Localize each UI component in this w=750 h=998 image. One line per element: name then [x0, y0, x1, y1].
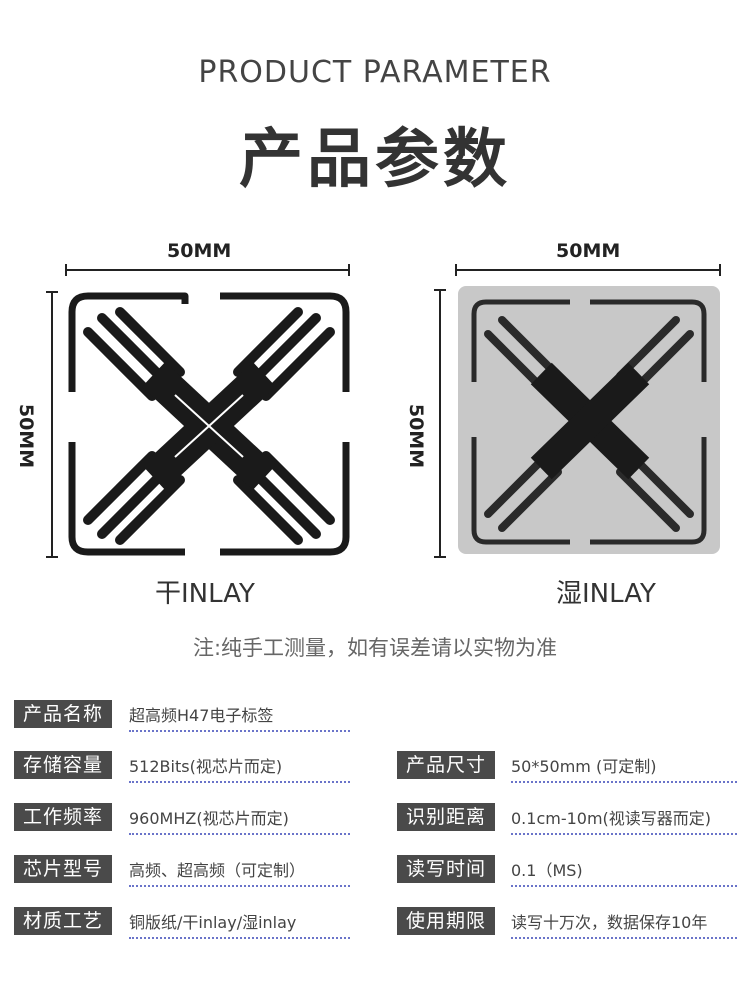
spec-product-name: 产品名称 超高频H47电子标签 [14, 700, 350, 734]
page-title: 产品参数 [239, 123, 511, 197]
spec-value: 读写十万次，数据保存10年 [511, 913, 708, 932]
subtitle-english: PRODUCT PARAMETER [198, 55, 552, 90]
spec-label: 芯片型号 [14, 855, 113, 883]
spec-material: 材质工艺 铜版纸/干inlay/湿inlay [14, 907, 350, 941]
wet-width-label: 50MM [556, 240, 621, 262]
spec-lifetime: 使用期限 读写十万次，数据保存10年 [397, 907, 737, 941]
spec-rw-time: 读写时间 0.1（MS) [397, 855, 737, 889]
spec-label: 产品尺寸 [397, 751, 496, 779]
dotted-divider [129, 937, 350, 939]
wet-inlay-image [434, 264, 721, 558]
spec-value: 512Bits(视芯片而定) [129, 757, 283, 776]
wet-height-label: 50MM [405, 403, 428, 469]
spec-value: 0.1（MS) [511, 861, 583, 880]
spec-value: 0.1cm-10m(视读写器而定) [511, 809, 712, 828]
dotted-divider [511, 937, 737, 939]
spec-value: 50*50mm (可定制) [511, 757, 657, 776]
dotted-divider [129, 885, 350, 887]
dry-inlay-image [46, 264, 350, 558]
spec-value: 铜版纸/干inlay/湿inlay [129, 913, 297, 932]
dotted-divider [129, 781, 350, 783]
spec-label: 材质工艺 [14, 907, 113, 935]
spec-label: 识别距离 [397, 803, 496, 831]
measurement-note: 注:纯手工测量，如有误差请以实物为准 [192, 636, 558, 660]
dotted-divider [129, 730, 350, 732]
dry-height-label: 50MM [15, 403, 38, 469]
dotted-divider [511, 885, 737, 887]
dotted-divider [511, 833, 737, 835]
spec-size: 产品尺寸 50*50mm (可定制) [397, 751, 737, 785]
spec-read-range: 识别距离 0.1cm-10m(视读写器而定) [397, 803, 737, 837]
spec-label: 产品名称 [14, 700, 113, 728]
dry-inlay-caption: 干INLAY [155, 579, 255, 609]
dotted-divider [511, 781, 737, 783]
spec-label: 读写时间 [397, 855, 496, 883]
spec-value: 超高频H47电子标签 [129, 706, 274, 725]
spec-frequency: 工作频率 960MHZ(视芯片而定) [14, 803, 350, 837]
wet-inlay-caption: 湿INLAY [556, 579, 656, 609]
dry-width-label: 50MM [167, 240, 232, 262]
spec-label: 工作频率 [14, 803, 113, 831]
spec-label: 使用期限 [397, 907, 496, 935]
spec-chip-model: 芯片型号 高频、超高频（可定制） [14, 855, 350, 889]
spec-value: 高频、超高频（可定制） [129, 861, 306, 880]
spec-storage: 存储容量 512Bits(视芯片而定) [14, 751, 350, 785]
spec-label: 存储容量 [14, 751, 113, 779]
dotted-divider [129, 833, 350, 835]
spec-value: 960MHZ(视芯片而定) [129, 809, 289, 828]
